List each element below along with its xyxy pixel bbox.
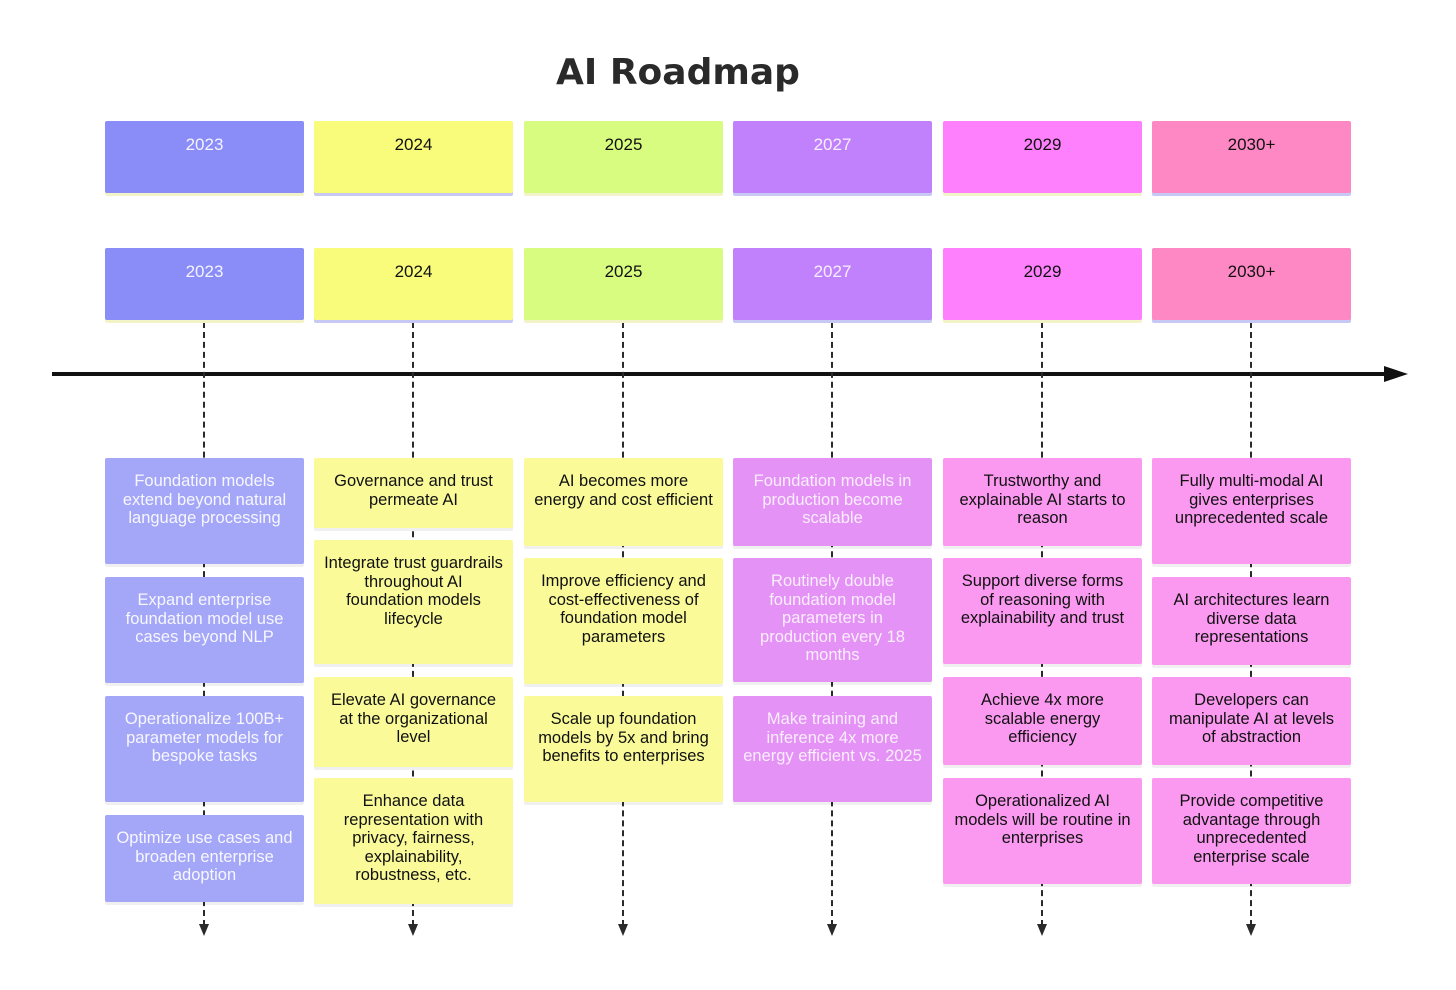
year-header: 2030+ <box>1152 121 1351 193</box>
milestone-note: AI becomes more energy and cost efficien… <box>524 458 723 546</box>
timeline-arrowhead <box>1384 366 1408 382</box>
milestone-note: Operationalized AI models will be routin… <box>943 778 1142 884</box>
milestone-note: Routinely double foundation model parame… <box>733 558 932 682</box>
milestone-note: Operationalize 100B+ parameter models fo… <box>105 696 304 802</box>
year-marker: 2023 <box>105 248 304 320</box>
milestone-note: Trustworthy and explainable AI starts to… <box>943 458 1142 546</box>
milestone-note: Make training and inference 4x more ener… <box>733 696 932 802</box>
milestone-note: Governance and trust permeate AI <box>314 458 513 528</box>
timeline-axis <box>52 372 1388 376</box>
year-header: 2027 <box>733 121 932 193</box>
year-header: 2024 <box>314 121 513 193</box>
arrow-down-icon <box>1246 924 1256 936</box>
milestone-note: Integrate trust guardrails throughout AI… <box>314 540 513 664</box>
year-marker: 2024 <box>314 248 513 320</box>
year-header: 2023 <box>105 121 304 193</box>
milestone-note: Achieve 4x more scalable energy efficien… <box>943 677 1142 765</box>
year-marker: 2027 <box>733 248 932 320</box>
milestone-note: Fully multi-modal AI gives enterprises u… <box>1152 458 1351 564</box>
milestone-note: Foundation models extend beyond natural … <box>105 458 304 564</box>
milestone-note: Enhance data representation with privacy… <box>314 778 513 904</box>
milestone-note: Expand enterprise foundation model use c… <box>105 577 304 683</box>
arrow-down-icon <box>408 924 418 936</box>
year-header: 2029 <box>943 121 1142 193</box>
milestone-note: Developers can manipulate AI at levels o… <box>1152 677 1351 765</box>
milestone-note: Optimize use cases and broaden enterpris… <box>105 815 304 902</box>
milestone-note: AI architectures learn diverse data repr… <box>1152 577 1351 665</box>
year-marker: 2030+ <box>1152 248 1351 320</box>
milestone-note: Scale up foundation models by 5x and bri… <box>524 696 723 802</box>
page-title: AI Roadmap <box>556 52 800 93</box>
arrow-down-icon <box>199 924 209 936</box>
milestone-note: Improve efficiency and cost-effectivenes… <box>524 558 723 684</box>
milestone-note: Elevate AI governance at the organizatio… <box>314 677 513 767</box>
arrow-down-icon <box>827 924 837 936</box>
arrow-down-icon <box>618 924 628 936</box>
milestone-note: Support diverse forms of reasoning with … <box>943 558 1142 664</box>
year-marker: 2025 <box>524 248 723 320</box>
year-header: 2025 <box>524 121 723 193</box>
milestone-note: Provide competitive advantage through un… <box>1152 778 1351 884</box>
year-marker: 2029 <box>943 248 1142 320</box>
milestone-note: Foundation models in production become s… <box>733 458 932 546</box>
arrow-down-icon <box>1037 924 1047 936</box>
